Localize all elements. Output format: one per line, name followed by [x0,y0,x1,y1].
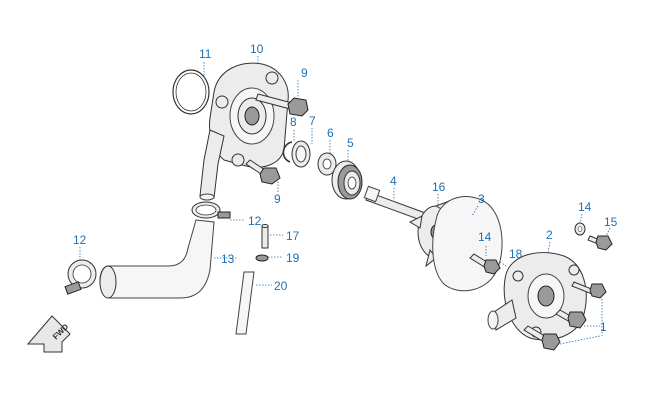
callout-13: 13 [221,252,235,266]
callout-10: 10 [250,42,264,56]
part-bearing [291,140,311,168]
part-mechanical-seal [331,160,363,200]
part-bolt-18 [469,253,501,275]
part-circlip [282,141,293,163]
callout-4: 4 [390,174,397,188]
callout-3: 3 [478,192,485,206]
callout-11: 11 [199,47,212,61]
part-bolt-1a [571,281,607,299]
callout-15: 15 [604,215,618,229]
hose-end [99,265,117,299]
callout-16: 16 [432,180,446,194]
part-pump-housing [199,62,289,201]
callout-7: 7 [309,114,316,128]
part-bolt-1b [555,309,587,329]
callout-1: 1 [600,320,607,334]
part-washer-6 [317,152,337,176]
part-bolt-upper [255,93,309,117]
part-fitting [261,224,269,249]
part-bolt-middle [245,159,281,185]
callout-12-upper: 12 [248,214,262,228]
callout-18: 18 [509,247,523,261]
callout-8: 8 [290,115,297,129]
part-hose-clamp-lower [64,259,97,295]
leader-lines [79,56,611,345]
callout-6: 6 [327,126,334,140]
part-tube [235,271,255,335]
part-small-clip [255,254,269,262]
part-bolt-1c [523,325,561,351]
fwd-arrow-badge: FWD [26,315,71,353]
callout-19: 19 [286,251,300,265]
part-hose-clamp-upper [191,201,231,219]
callout-14-middle: 14 [478,230,492,244]
callout-20: 20 [274,279,288,293]
part-shaft [363,185,429,223]
callout-14-right: 14 [578,200,592,214]
callout-5: 5 [347,136,354,150]
part-pump-cover [487,252,587,341]
part-coolant-hose [99,219,215,299]
callout-12-lower: 12 [73,233,87,247]
part-bolt-15 [587,235,613,251]
part-o-ring [172,69,210,115]
part-gasket [432,196,503,292]
callout-9-upper: 9 [301,66,308,80]
callout-2: 2 [546,228,553,242]
callout-9-lower: 9 [274,192,281,206]
callout-labels: 11 10 9 8 7 6 5 4 16 3 9 12 17 19 13 20 … [73,42,618,334]
callout-17: 17 [286,229,300,243]
part-washer-14 [574,222,586,236]
